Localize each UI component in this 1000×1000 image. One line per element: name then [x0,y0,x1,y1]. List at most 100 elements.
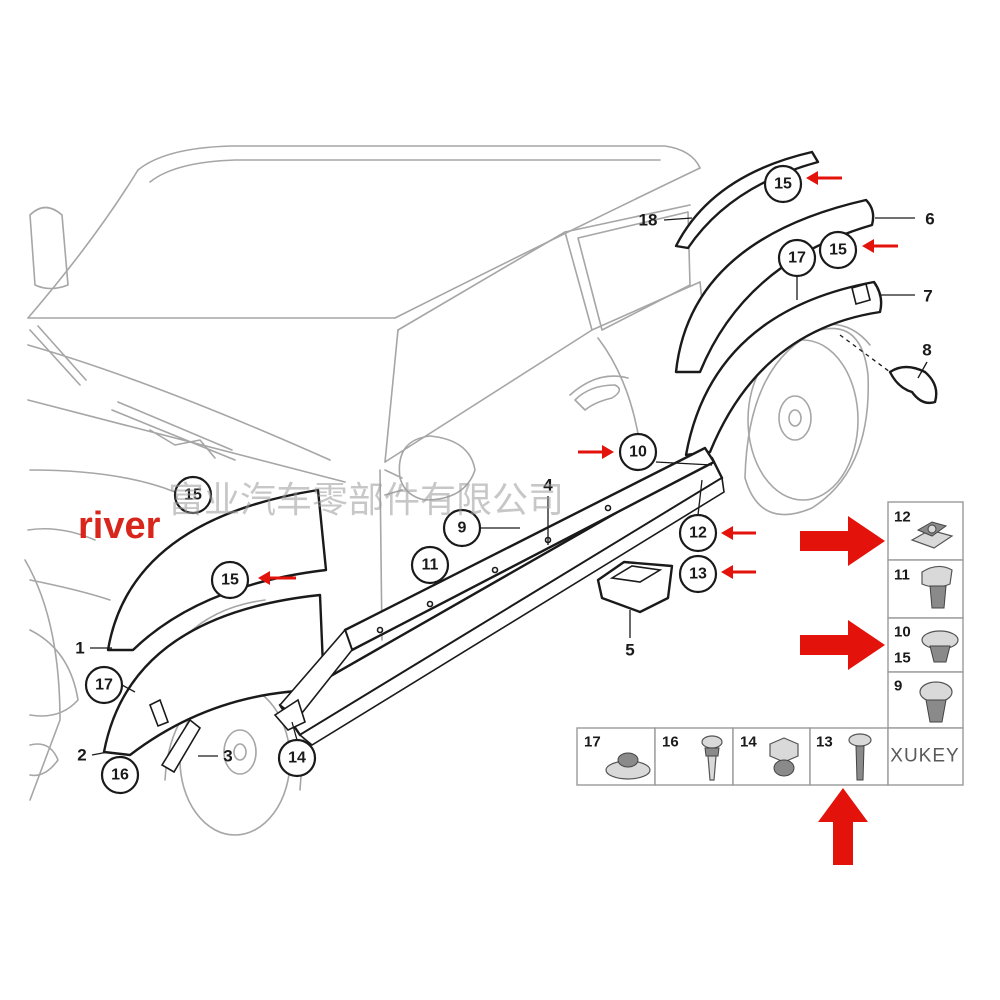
cell-label: 15 [894,650,911,667]
table-cell-9: 9 [887,671,964,729]
callout-14: 14 [277,738,317,778]
skirt-hole-2 [426,600,434,608]
leader-17-left [121,684,136,693]
rear-hub-center [788,409,802,427]
rear-tire-outer [744,327,870,516]
beltline [384,281,701,463]
callout-15-left: 15 [210,560,250,600]
body-lower-line [29,469,176,493]
label-2: 2 [77,746,86,765]
part-14-bracket [273,698,306,731]
screw-icon [701,735,723,781]
callout-13: 13 [678,554,718,594]
windshield-left-edge [27,169,139,319]
hex-nut-icon [769,737,799,777]
callout-17-left: 17 [84,665,124,705]
side-skirt-lower [298,476,725,746]
leader-12 [697,479,703,516]
callout-label: 10 [629,444,647,461]
front-foglight [29,743,59,777]
arrow-to-13 [721,565,756,579]
skirt-hole-3 [491,566,499,574]
door-rear-edge [597,337,641,446]
hood-crease [27,344,331,461]
leader-2 [91,751,109,756]
arrow-to-15-top-right [806,171,842,185]
wiper-arm [149,429,216,459]
label-8: 8 [922,341,931,360]
callout-label: 15 [221,572,239,589]
table-cell-17: 17 [576,727,656,786]
company-watermark: 富业汽车零部件有限公司 [168,480,564,521]
cell-label: 14 [740,734,757,751]
label-4: 4 [543,476,553,495]
small-red-arrows [258,171,898,585]
callout-label: 9 [458,520,467,537]
mirror [398,435,476,501]
skirt-hole-1 [376,626,384,634]
front-headlight [29,629,79,717]
big-red-arrows [800,516,885,865]
callout-label: 16 [111,767,129,784]
callout-label: 15 [829,242,847,259]
front-bumper [24,559,61,801]
callout-15-left-top: 15 [173,475,213,515]
hood-line [27,399,346,483]
front-hub [223,729,257,775]
big-arrow-up [818,788,868,865]
callout-17-right: 17 [777,238,817,278]
push-rivet-icon [921,565,953,609]
part-8-end-piece [888,365,938,405]
roof-inner-edge [149,159,661,183]
cell-label: 9 [894,678,902,695]
table-cell-13: 13 [809,727,889,786]
front-hub-center [233,743,247,761]
callout-label: 14 [288,750,306,767]
cell-label: 10 [894,624,911,641]
callout-15-right: 15 [818,230,858,270]
rear-rim [747,339,859,501]
brand-label: XUKEY [890,746,959,767]
table-cell-brand: XUKEY [887,727,964,786]
part-3-bracket [160,718,202,774]
callout-15-top-right: 15 [763,164,803,204]
callout-11: 11 [410,545,450,585]
watermarks: 富业汽车零部件有限公司 river [78,480,564,547]
label-18: 18 [639,211,658,230]
river-watermark: river [78,505,161,547]
callout-12: 12 [678,513,718,553]
roof-front-edge [137,145,701,171]
parts-table: 12 11 10 15 9 [576,501,964,786]
wiper-right [111,401,236,461]
button-clip-icon [921,630,959,663]
arrow-to-15-right [862,239,898,253]
part-18-arch-trim [674,150,820,250]
label-5: 5 [625,641,634,660]
part-5-clip-top [609,565,663,583]
leader-lines [90,217,928,757]
table-cell-10-15: 10 15 [887,617,964,673]
callout-label: 17 [788,250,806,267]
arrow-to-10 [578,445,614,459]
table-cell-16: 16 [654,727,734,786]
cell-label: 17 [584,734,601,751]
label-7: 7 [923,287,932,306]
callout-label: 15 [184,487,202,504]
door-handle [574,384,621,411]
grommet-icon [605,752,651,780]
label-3: 3 [223,747,232,766]
rear-hub [778,395,812,441]
cell-label: 12 [894,509,911,526]
big-arrow-right-middle [800,620,885,670]
door-handle-recess [569,375,629,396]
label-1: 1 [75,639,84,658]
clip-nut-icon [910,521,954,549]
skirt-hole-5 [604,504,612,512]
leader-18 [663,217,693,221]
label-6: 6 [925,210,934,229]
callout-label: 11 [422,557,439,574]
leader-14 [291,721,298,741]
callout-9: 9 [442,508,482,548]
